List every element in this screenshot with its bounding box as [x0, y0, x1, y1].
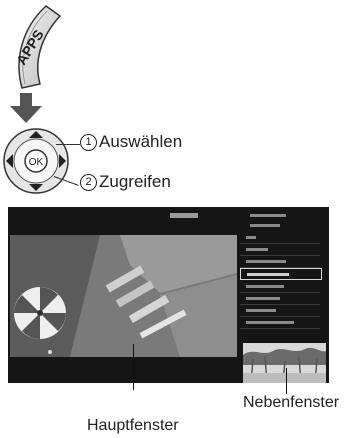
side-menu-item[interactable]: [240, 293, 320, 305]
side-menu-item[interactable]: [240, 305, 320, 317]
side-menu-item[interactable]: [240, 244, 320, 256]
down-arrow-key-icon: [29, 184, 43, 191]
apps-key-icon: APPS: [13, 5, 62, 89]
apps-key[interactable]: APPS: [0, 0, 70, 92]
sub-window-pointer: [286, 368, 287, 394]
step2-label: Zugreifen: [99, 172, 171, 191]
sub-window-label: Nebenfenster: [243, 394, 340, 411]
side-menu-item[interactable]: [240, 317, 320, 329]
main-window-pointer: [133, 344, 134, 390]
main-window-label: Hauptfenster: [87, 417, 179, 434]
sub-window[interactable]: [243, 343, 326, 383]
main-window[interactable]: [10, 235, 237, 357]
side-menu-item[interactable]: [240, 281, 320, 293]
step1-number: 1: [80, 134, 97, 151]
down-arrow-icon: [10, 93, 42, 123]
side-menu-header: [250, 224, 280, 227]
step2-number: 2: [80, 174, 97, 191]
side-menu-panel: [240, 210, 326, 342]
left-arrow-icon: [6, 154, 13, 168]
remote-dpad[interactable]: OK: [2, 127, 70, 195]
ok-button: [24, 149, 48, 173]
side-menu-item[interactable]: [240, 232, 320, 244]
step1-label: Auswählen: [99, 132, 183, 151]
right-arrow-icon: [59, 154, 66, 168]
side-menu-item-selected[interactable]: [240, 268, 322, 280]
step1-leader-line: [56, 144, 80, 145]
main-window-image: [10, 235, 237, 357]
up-arrow-icon: [29, 131, 43, 138]
ok-label: OK: [29, 157, 44, 168]
side-menu-item[interactable]: [240, 256, 320, 268]
sub-window-image: [243, 343, 326, 383]
screen-top-indicator: [170, 213, 198, 218]
side-menu-header: [250, 214, 286, 217]
